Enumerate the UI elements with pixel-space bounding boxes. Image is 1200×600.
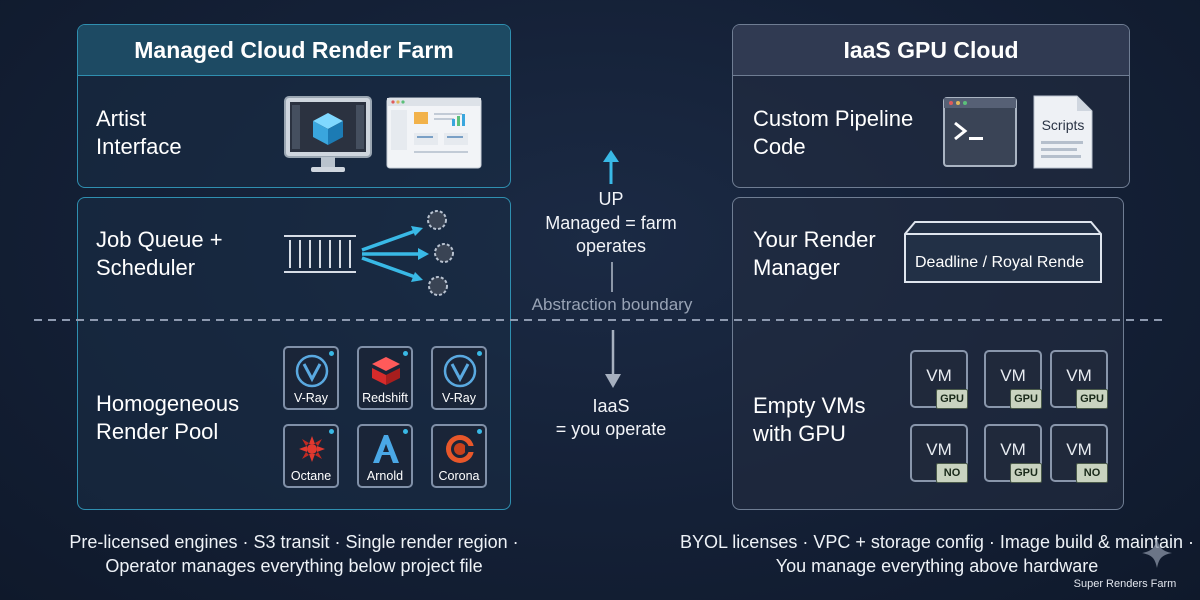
gpu-chip-icon: GPU [1010,463,1042,483]
render-manager-and-vms-panel: Your Render Manager Deadline / Royal Ren… [732,197,1124,510]
gpu-chip-icon: NO [936,463,968,483]
vm-text: VM [1066,440,1092,459]
corona-logo-icon [446,435,475,463]
down-title: IaaS [592,396,630,416]
engine-label: V-Ray [441,391,477,405]
status-dot [329,351,334,356]
managed-farm-title: Managed Cloud Render Farm [134,37,454,63]
down-description: = you operate [555,419,667,439]
sparkle-logo-icon [1142,538,1172,568]
engine-label: V-Ray [293,391,329,405]
vm-text: VM [1000,440,1026,459]
engine-tile-vray-2: V-Ray [431,346,487,410]
engine-label: Octane [290,469,332,483]
status-dot [329,429,334,434]
engine-tile-octane: Octane [283,424,339,488]
gpu-chip-icon: GPU [936,389,968,409]
vm-box: VM NO [910,424,968,483]
gpu-chip-icon: GPU [1076,389,1108,409]
terminal-icon [943,97,1017,167]
job-queue-label: Job Queue + Scheduler [96,227,223,280]
iaas-footer-note: BYOL licenses · VPC + storage config · I… [679,532,1195,576]
iaas-header-panel: IaaS GPU Cloud Custom Pipeline Code Scri… [732,24,1130,188]
gpu-chip-icon: GPU [1010,389,1042,409]
octane-logo-icon [299,436,325,462]
engine-tile-vray: V-Ray [283,346,339,410]
engine-tile-arnold: Arnold [357,424,413,488]
web-dashboard-icon [386,97,482,169]
vray-logo-icon [295,354,329,388]
vm-text: VM [926,366,952,385]
scripts-label: Scripts [1041,117,1085,133]
render-manager-box-text: Deadline / Royal Rende [915,254,1084,271]
iaas-title: IaaS GPU Cloud [843,37,1019,63]
vm-box: VM GPU [1050,350,1108,409]
status-dot [403,429,408,434]
up-title: UP [598,189,624,209]
monitor-3d-icon [284,96,372,172]
artist-interface-label: Artist Interface [96,106,182,159]
status-dot [477,429,482,434]
vray-logo-icon [443,354,477,388]
status-dot [477,351,482,356]
vm-box: VM GPU [910,350,968,409]
engine-label: Corona [438,469,480,483]
engine-tile-redshift: Redshift [357,346,413,410]
down-arrow-icon [605,330,621,388]
redshift-logo-icon [372,357,400,385]
abstraction-boundary-line [34,319,1168,321]
managed-farm-header: Managed Cloud Render Farm [78,25,510,76]
engine-tile-corona: Corona [431,424,487,488]
vm-box: VM GPU [984,424,1042,483]
vm-text: VM [1066,366,1092,385]
render-manager-box: Deadline / Royal Rende [903,220,1103,286]
scripts-document-icon: Scripts [1033,95,1093,169]
render-manager-label: Your Render Manager [753,227,876,280]
vm-box: VM NO [1050,424,1108,483]
pipeline-code-label: Custom Pipeline Code [753,106,914,159]
connector-line-upper [611,262,613,292]
managed-farm-header-panel: Managed Cloud Render Farm Artist Interfa… [77,24,511,188]
vm-box: VM GPU [984,350,1042,409]
job-queue-and-pool-panel: Job Queue + Scheduler Homogeneous Render… [77,197,511,510]
managed-footer-note: Pre-licensed engines · S3 transit · Sing… [69,532,519,576]
up-arrow-icon [603,150,619,184]
render-pool-label: Homogeneous Render Pool [96,391,240,444]
empty-vms-label: Empty VMs with GPU [753,393,866,446]
up-description: Managed = farm operates [545,213,677,256]
queue-scheduler-icon [284,210,454,296]
watermark-text: Super Renders Farm [1073,578,1177,590]
vm-text: VM [1000,366,1026,385]
abstraction-boundary-label: Abstraction boundary [531,295,693,314]
engine-label: Redshift [362,391,408,405]
arnold-logo-icon [373,435,399,463]
engine-label: Arnold [366,469,404,483]
vm-text: VM [926,440,952,459]
status-dot [403,351,408,356]
gpu-chip-icon: NO [1076,463,1108,483]
iaas-header: IaaS GPU Cloud [733,25,1129,76]
